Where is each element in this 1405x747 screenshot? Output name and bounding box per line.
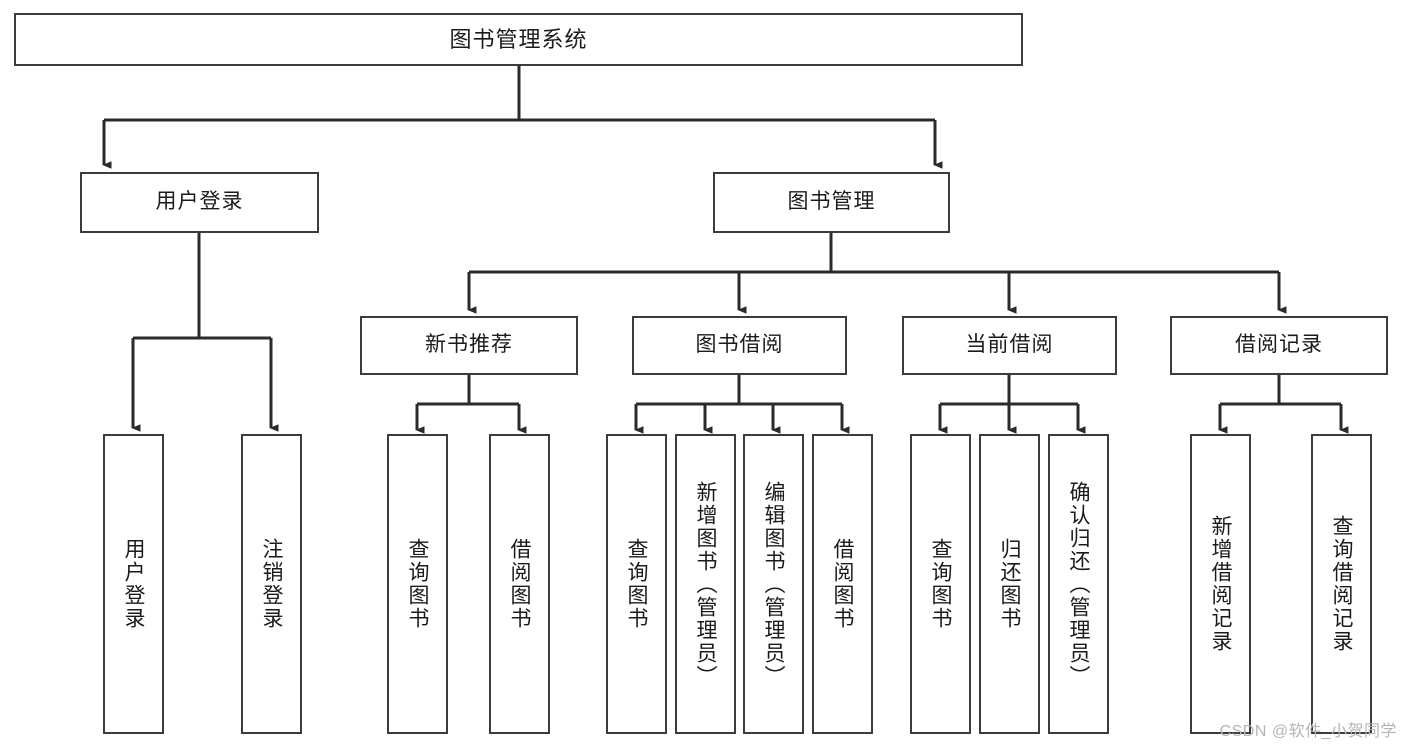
leaf-current-return-book[interactable]: 归还图书 [979,434,1040,734]
leaf-borrow-edit-book-label: 编辑图书（管理员） [762,480,785,688]
leaf-logout-login[interactable]: 注销登录 [241,434,302,734]
node-borrow-record[interactable]: 借阅记录 [1170,316,1388,375]
node-book-management[interactable]: 图书管理 [713,172,950,233]
leaf-recommend-query-book[interactable]: 查询图书 [387,434,448,734]
node-book-management-label: 图书管理 [787,190,876,214]
node-new-book-recommend-label: 新书推荐 [425,333,513,357]
leaf-recommend-borrow-book-label: 借阅图书 [508,538,531,630]
leaf-record-query-record[interactable]: 查询借阅记录 [1311,434,1372,734]
leaf-current-query-book[interactable]: 查询图书 [910,434,971,734]
node-root-system[interactable]: 图书管理系统 [14,13,1023,66]
leaf-borrow-borrow-book-label: 借阅图书 [831,538,854,630]
leaf-current-confirm-return[interactable]: 确认归还（管理员） [1048,434,1109,734]
watermark-text: CSDN @软件_小贺同学 [1219,723,1397,740]
leaf-borrow-borrow-book[interactable]: 借阅图书 [812,434,873,734]
leaf-user-login[interactable]: 用户登录 [103,434,164,734]
node-root-system-label: 图书管理系统 [449,26,588,52]
leaf-borrow-query-book-label: 查询图书 [625,538,648,630]
node-book-borrow-label: 图书借阅 [695,333,784,357]
leaf-borrow-query-book[interactable]: 查询图书 [606,434,667,734]
leaf-record-query-record-label: 查询借阅记录 [1330,515,1353,653]
node-user-login-label: 用户登录 [155,190,244,214]
leaf-borrow-add-book-label: 新增图书（管理员） [694,480,717,688]
leaf-current-return-book-label: 归还图书 [998,538,1021,630]
leaf-borrow-add-book[interactable]: 新增图书（管理员） [675,434,736,734]
node-user-login[interactable]: 用户登录 [80,172,319,233]
leaf-record-add-record[interactable]: 新增借阅记录 [1190,434,1251,734]
leaf-borrow-edit-book[interactable]: 编辑图书（管理员） [743,434,804,734]
leaf-current-confirm-return-label: 确认归还（管理员） [1067,480,1090,688]
node-new-book-recommend[interactable]: 新书推荐 [360,316,578,375]
node-book-borrow[interactable]: 图书借阅 [632,316,847,375]
node-borrow-record-label: 借阅记录 [1235,333,1323,357]
leaf-current-query-book-label: 查询图书 [929,538,952,630]
leaf-user-login-label: 用户登录 [122,538,145,630]
leaf-record-add-record-label: 新增借阅记录 [1209,515,1232,653]
leaf-logout-login-label: 注销登录 [260,538,283,630]
node-current-borrow[interactable]: 当前借阅 [902,316,1117,375]
leaf-recommend-query-book-label: 查询图书 [406,538,429,630]
node-current-borrow-label: 当前借阅 [965,333,1054,357]
leaf-recommend-borrow-book[interactable]: 借阅图书 [489,434,550,734]
